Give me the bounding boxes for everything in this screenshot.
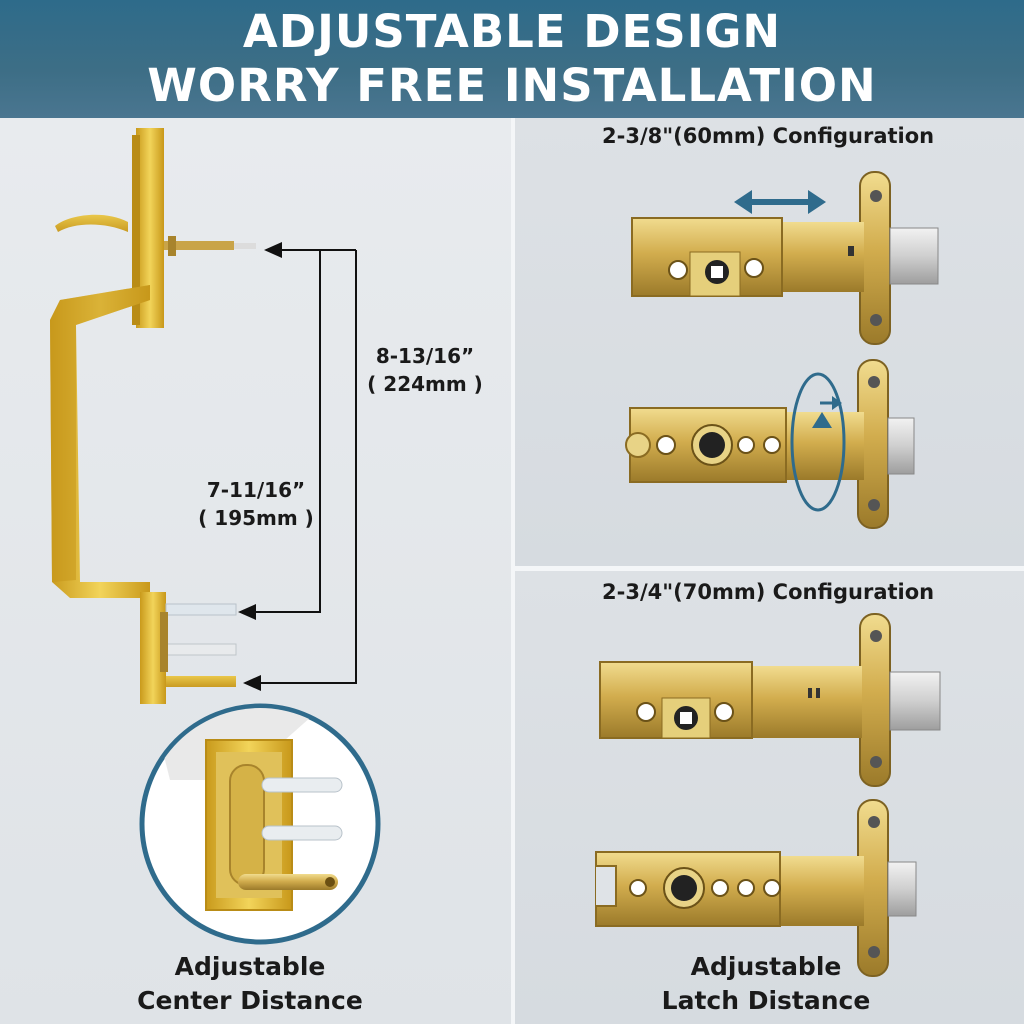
left-caption-line1: Adjustable [174, 952, 326, 981]
right-caption-line2: Latch Distance [661, 986, 871, 1015]
latch-illustration-top-1 [631, 171, 939, 345]
vertical-divider [511, 118, 515, 1024]
dimension-outer-label: 8-13/16” ( 224mm ) [360, 342, 490, 398]
latch-illustration-bottom-1 [599, 613, 941, 787]
config-top-title: 2-3/8"(60mm) Configuration [602, 124, 935, 148]
right-top-panel [515, 118, 1024, 566]
dimension-outer-metric: ( 224mm ) [367, 372, 483, 396]
left-caption-line2: Center Distance [137, 986, 363, 1015]
config-bottom-title: 2-3/4"(70mm) Configuration [602, 580, 935, 604]
right-caption-line1: Adjustable [690, 952, 842, 981]
latch-illustration-bottom-2 [595, 799, 917, 977]
dimension-outer-imperial: 8-13/16” [375, 344, 475, 368]
dimension-inner-label: 7-11/16” ( 195mm ) [194, 476, 318, 532]
dimension-inner-metric: ( 195mm ) [198, 506, 314, 530]
right-caption: Adjustable Latch Distance [616, 950, 916, 1018]
horizontal-divider [515, 566, 1024, 571]
right-bottom-panel [515, 571, 1024, 1024]
handle-illustration [50, 128, 256, 704]
rotate-arrow-icon [790, 372, 846, 512]
double-arrow-icon [734, 190, 826, 214]
dimension-inner-imperial: 7-11/16” [206, 478, 306, 502]
dimension-lines [238, 242, 357, 691]
header-banner: ADJUSTABLE DESIGN WORRY FREE INSTALLATIO… [0, 0, 1024, 118]
header-title-line2: WORRY FREE INSTALLATION [147, 59, 877, 112]
latch-illustration-top-2 [625, 359, 915, 529]
header-title-line1: ADJUSTABLE DESIGN [242, 5, 782, 58]
zoom-detail-circle [139, 703, 381, 945]
left-caption: Adjustable Center Distance [100, 950, 400, 1018]
